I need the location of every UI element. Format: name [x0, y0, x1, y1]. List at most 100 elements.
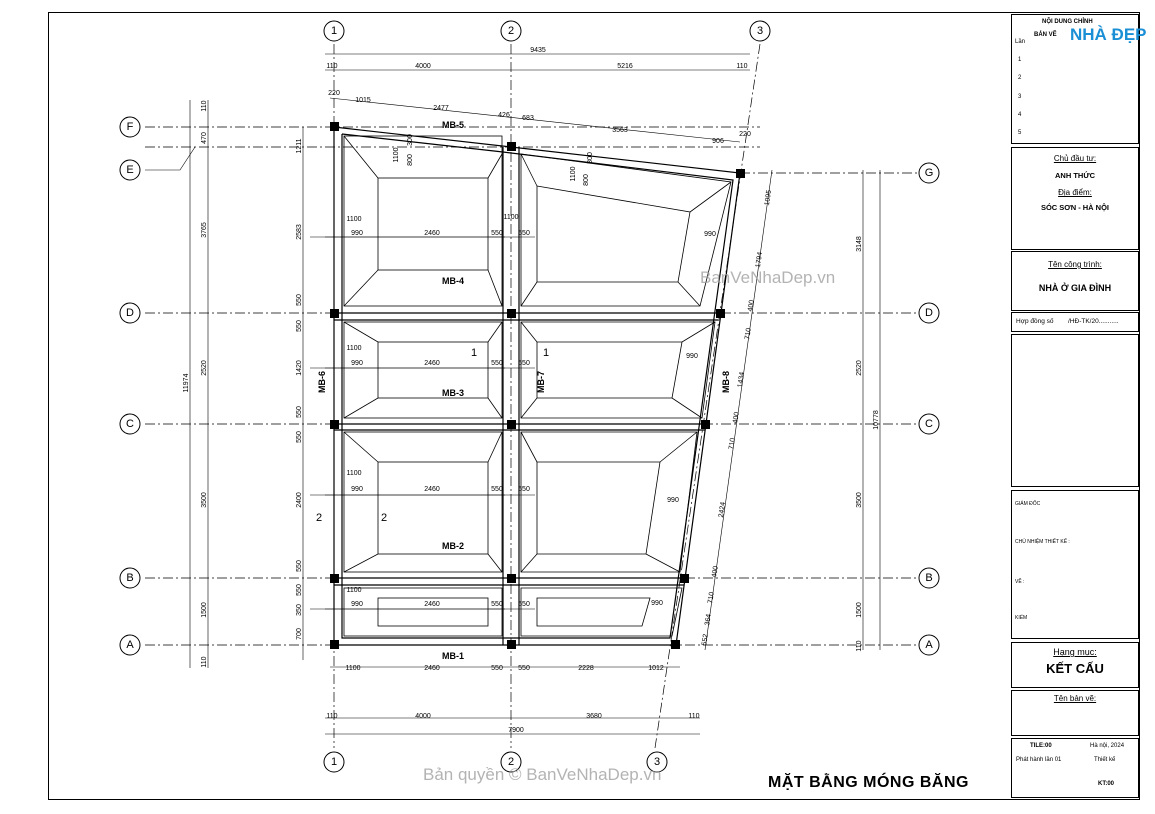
dim-left-outer: 470: [201, 132, 208, 144]
grid-bottom-3: 3: [654, 756, 660, 768]
dim-top-row2: 220: [739, 131, 751, 138]
strip-dim: 1100: [503, 214, 518, 221]
dim-bottom-row1: 2460: [424, 665, 440, 672]
dim-left-outer: 2520: [201, 360, 208, 376]
foundation-plan: 1 2 3 1 2 3 F E D C B A G D C B A MB-5 M…: [119, 20, 940, 773]
dim-left-outer: 1500: [201, 602, 208, 618]
dim-left-outer: 3765: [201, 222, 208, 238]
revision-table: NỘI DUNG CHỈNH BẢN VẼ Lần NHÀ ĐẸP 1 2 3 …: [1011, 14, 1147, 144]
grid-left-a: A: [126, 639, 134, 651]
beam-label-mb6: MB-6: [317, 371, 327, 393]
section-mark: 1: [543, 347, 549, 359]
strip-dim: 2460: [424, 601, 440, 608]
role-director: GIÁM ĐỐC: [1015, 501, 1041, 507]
dim-left-inner: 550: [296, 320, 303, 332]
beam-label-mb8: MB-8: [721, 371, 731, 393]
dim-left-outer: 3500: [201, 492, 208, 508]
dim-oblique: 1794: [755, 251, 764, 268]
role-checker: KIỂM: [1015, 615, 1028, 621]
dim-left-inner: 350: [296, 604, 303, 616]
revision-row: 4: [1018, 112, 1022, 118]
strip-dim: 1100: [346, 587, 361, 594]
drawing-frame: [48, 12, 1140, 800]
grid-top-1: 1: [331, 25, 337, 37]
strip-dim: 1100: [346, 345, 361, 352]
strip-dim: 1100: [346, 216, 361, 223]
revision-header: NỘI DUNG CHỈNH: [1042, 19, 1093, 25]
dim-oblique: 552: [701, 633, 710, 646]
dim-bottom-row1: 1100: [345, 665, 360, 672]
grid-right-d: D: [925, 307, 933, 319]
sheet-info-box: TILE:00 Hà nội, 2024 Phát hành lần 01 Th…: [1011, 738, 1139, 798]
project-box: Tên công trình: NHÀ Ở GIA ĐÌNH: [1011, 251, 1139, 311]
strip-dim: 550: [491, 230, 503, 237]
dim-oblique: 710: [728, 437, 737, 450]
grid-left-c: C: [126, 418, 134, 430]
strip-dim: 990: [667, 497, 679, 504]
strip-dim: 550: [491, 601, 503, 608]
category-box: Hạng mục: KẾT CẤU: [1011, 642, 1139, 688]
grid-right-b: B: [925, 572, 932, 584]
dim-top-total: 9435: [530, 47, 546, 54]
drawing-name-box: Tên bản vẽ:: [1011, 690, 1139, 736]
scale-value: TILE:00: [1030, 743, 1052, 749]
strip-dim: 990: [351, 601, 363, 608]
dim-bottom-row1: 1012: [648, 665, 664, 672]
grid-left-e: E: [126, 164, 133, 176]
strip-dim: 990: [351, 360, 363, 367]
signature-box: GIÁM ĐỐC CHỦ NHIỆM THIẾT KẾ : VẼ : KIỂM: [1011, 490, 1139, 639]
dim-bottom-seg: 3680: [586, 713, 602, 720]
watermark-center: BanVeNhaDep.vn: [700, 268, 836, 287]
grid-left-b: B: [126, 572, 133, 584]
dim-bottom-row1: 550: [491, 665, 503, 672]
owner-name: ANH THỨC: [1055, 171, 1095, 180]
dim-top-seg: 110: [326, 63, 337, 70]
dim-left-inner: 1420: [296, 360, 303, 376]
location-value: SÓC SƠN - HÀ NỘI: [1040, 203, 1110, 212]
dim-bottom-total: 7900: [508, 727, 524, 734]
dim-top-seg: 110: [736, 63, 747, 70]
dim-right-total: 10778: [873, 410, 880, 430]
strip-dim: 550: [491, 360, 503, 367]
grid-left-f: F: [127, 121, 134, 133]
dim-top-row2: 1015: [355, 97, 371, 104]
dim-top-row2: 220: [328, 90, 340, 97]
grid-bottom-2: 2: [508, 756, 514, 768]
strip-dim: 2460: [424, 230, 440, 237]
grid-top-2: 2: [508, 25, 514, 37]
dim-top-row2: 426: [498, 112, 510, 119]
dim-left-inner: 550: [296, 560, 303, 572]
strip-dim: 990: [351, 486, 363, 493]
vertical-small-dim: 800: [407, 154, 414, 166]
date-value: Hà nội, 2024: [1090, 743, 1125, 749]
dim-left-inner: 1211: [296, 138, 303, 153]
section-mark: 2: [381, 512, 387, 524]
grid-right-g: G: [925, 167, 934, 179]
dim-right-seg: 3500: [856, 492, 863, 508]
section-mark: 1: [471, 347, 477, 359]
grid-left-d: D: [126, 307, 134, 319]
strip-dim: 550: [518, 230, 530, 237]
dim-left-inner: 550: [296, 406, 303, 418]
dim-left-inner: 550: [296, 294, 303, 306]
blank-box: [1011, 334, 1139, 487]
category-value: KẾT CẤU: [1046, 661, 1104, 676]
owner-label: Chủ đầu tư:: [1053, 154, 1097, 163]
dim-oblique: 710: [707, 591, 716, 604]
watermark-bottom: Bản quyền © BanVeNhaDep.vn: [423, 765, 662, 784]
sheet-title: MẶT BẰNG MÓNG BĂNG: [768, 774, 969, 791]
dim-oblique: 400: [732, 411, 741, 424]
dim-bottom-seg: 4000: [415, 713, 431, 720]
dim-left-inner: 550: [296, 584, 303, 596]
dim-top-row2: 906: [712, 138, 724, 145]
grid-bottom-1: 1: [331, 756, 337, 768]
project-label: Tên công trình:: [1048, 260, 1102, 269]
beam-label-mb4: MB-4: [442, 276, 464, 286]
strip-dim: 990: [651, 600, 663, 607]
dim-bottom-row1: 2228: [578, 665, 594, 672]
dim-right-seg: 1500: [856, 602, 863, 618]
vertical-small-dim: 1100: [570, 166, 577, 181]
strip-dim: 550: [518, 360, 530, 367]
dim-oblique: 400: [711, 565, 720, 578]
strip-dim: 550: [518, 486, 530, 493]
